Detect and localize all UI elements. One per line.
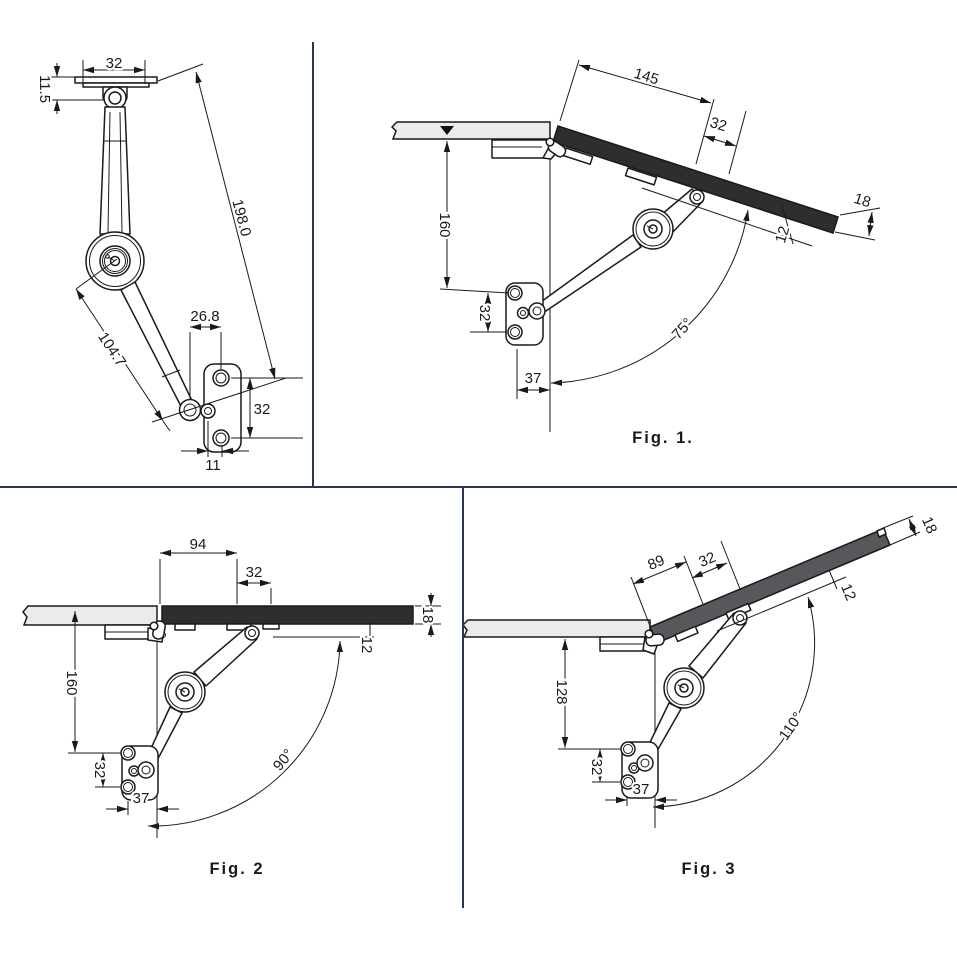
link-pivot — [200, 403, 216, 419]
damper-hub — [663, 667, 705, 709]
dim-arm-length: 104.7 — [94, 329, 129, 370]
dim-mount-depth: 37 — [525, 370, 542, 387]
hinge-pin — [545, 137, 555, 147]
fig1-caption: Fig. 1. — [632, 429, 694, 447]
fixed-panel — [22, 605, 158, 626]
fig3-panel: 128 89 32 18 12 32 37 110° Fig. 3 — [463, 512, 942, 878]
damper-hub — [164, 671, 206, 713]
angle-label: 110° — [776, 709, 807, 743]
lid — [161, 605, 414, 625]
fixed-panel — [390, 121, 551, 140]
dim-bottom-offset: 11 — [205, 457, 221, 474]
dim-mount-height: 128 — [553, 679, 570, 704]
lid-plate-tab — [174, 623, 196, 631]
stay-front-view — [74, 76, 242, 453]
lid-pivot-inner — [693, 193, 701, 201]
dim-pivot-from-edge: 32 — [696, 549, 718, 571]
lid-pivot — [689, 189, 705, 205]
dim-overall-length: 198.0 — [228, 198, 254, 239]
bracket-hole-bottom-inner — [623, 777, 633, 787]
lid-plate-tab — [262, 623, 280, 630]
dim-pivot-inset: 12 — [837, 581, 859, 603]
hinge-pin — [644, 629, 654, 639]
arm-pivot-inner — [640, 758, 650, 768]
arm-pivot — [137, 761, 155, 779]
dim-mount-depth: 37 — [633, 781, 650, 798]
lid-plate — [74, 76, 158, 84]
top-pivot — [103, 86, 127, 110]
fig2-dimensions: 94 32 12 18 160 32 37 90° — [61, 534, 441, 830]
lid-plate-lip — [82, 82, 150, 88]
lid-pivot — [244, 625, 260, 641]
upper-arm-detail — [104, 111, 126, 233]
fig3-caption: Fig. 3 — [681, 860, 736, 878]
fig2-panel: 94 32 12 18 160 32 37 90° Fig. 2 — [22, 534, 441, 878]
dim-pivot-inset: 12 — [772, 224, 793, 245]
bracket-hole-top-inner — [623, 744, 633, 754]
dim-hole-offset: 26.8 — [190, 308, 219, 325]
angle-arc — [550, 209, 750, 386]
front-view-dimensions: 32 11.5 198.0 104.7 26.8 32 11 — [34, 53, 303, 476]
dim-plate-width: 32 — [106, 55, 123, 72]
lower-arm-detail — [161, 369, 181, 378]
fig2-mechanism — [22, 605, 414, 838]
link-pivot-inner — [204, 407, 212, 415]
link-pivot-inner — [131, 768, 137, 774]
lower-arm — [120, 281, 196, 415]
divider-vertical-top — [312, 42, 314, 486]
lid-plate-tab — [624, 167, 658, 186]
dim-mount-depth: 37 — [133, 790, 150, 807]
link-pivot-inner — [631, 765, 637, 771]
fig3-mechanism — [463, 527, 891, 828]
top-pivot-hole — [108, 91, 122, 105]
bracket-hole-top-inner — [123, 748, 133, 758]
hinge-pin — [149, 621, 159, 631]
dim-lid-length: 145 — [632, 65, 661, 89]
bracket-hole-bottom-inner — [215, 432, 227, 444]
damper-hub — [632, 208, 674, 250]
dim-mount-height: 160 — [436, 212, 453, 237]
dim-pivot-from-edge: 32 — [708, 114, 729, 135]
bracket-hole-bottom — [212, 429, 230, 447]
lid — [552, 125, 839, 234]
fixed-panel — [463, 619, 651, 638]
fig2-caption: Fig. 2 — [209, 860, 264, 878]
angle-arc — [147, 640, 344, 830]
dim-lid-thickness: 18 — [419, 607, 436, 624]
arm-pivot — [636, 754, 654, 772]
divider-horizontal — [0, 486, 957, 488]
fig1-panel: 160 145 32 18 12 32 37 75° Fig. 1. — [390, 59, 881, 447]
bracket-hole-bottom-inner — [510, 327, 520, 337]
angle-label: 90° — [270, 746, 298, 774]
angle-arc — [652, 596, 816, 811]
bracket-hole-top — [212, 369, 230, 387]
arm-pivot-inner — [183, 403, 197, 417]
upper-arm — [99, 106, 131, 235]
dim-lid-thickness: 18 — [852, 190, 873, 211]
dim-bracket-holes: 32 — [588, 759, 605, 776]
dim-lid-length: 94 — [190, 536, 207, 553]
bracket-hole-bottom-inner — [123, 782, 133, 792]
link-pivot — [516, 306, 530, 320]
arm-pivot — [528, 302, 546, 320]
divider-vertical-bottom — [462, 488, 464, 908]
under-bracket — [491, 139, 553, 159]
dim-bracket-holes: 32 — [476, 305, 493, 322]
fig3-dimensions: 128 89 32 18 12 32 37 110° — [551, 512, 942, 811]
dim-bracket-holes: 32 — [254, 401, 271, 418]
dim-bracket-holes: 32 — [91, 762, 108, 779]
bracket-hole-top-inner — [510, 288, 520, 298]
link-pivot-inner — [520, 310, 526, 316]
front-view-panel: 32 11.5 198.0 104.7 26.8 32 11 — [34, 53, 303, 476]
dim-mount-height: 160 — [63, 670, 80, 695]
dim-pivot-inset: 12 — [358, 637, 375, 654]
lid-pivot-inner — [248, 629, 256, 637]
dim-pivot-from-edge: 32 — [246, 564, 263, 581]
dim-lid-thickness: 18 — [918, 514, 940, 536]
fig1-mechanism — [390, 121, 839, 432]
arm-pivot-inner — [532, 306, 542, 316]
dim-pivot-offset: 11.5 — [36, 75, 53, 103]
datum-triangle-icon — [440, 126, 454, 135]
lid-end-notch — [876, 527, 887, 538]
